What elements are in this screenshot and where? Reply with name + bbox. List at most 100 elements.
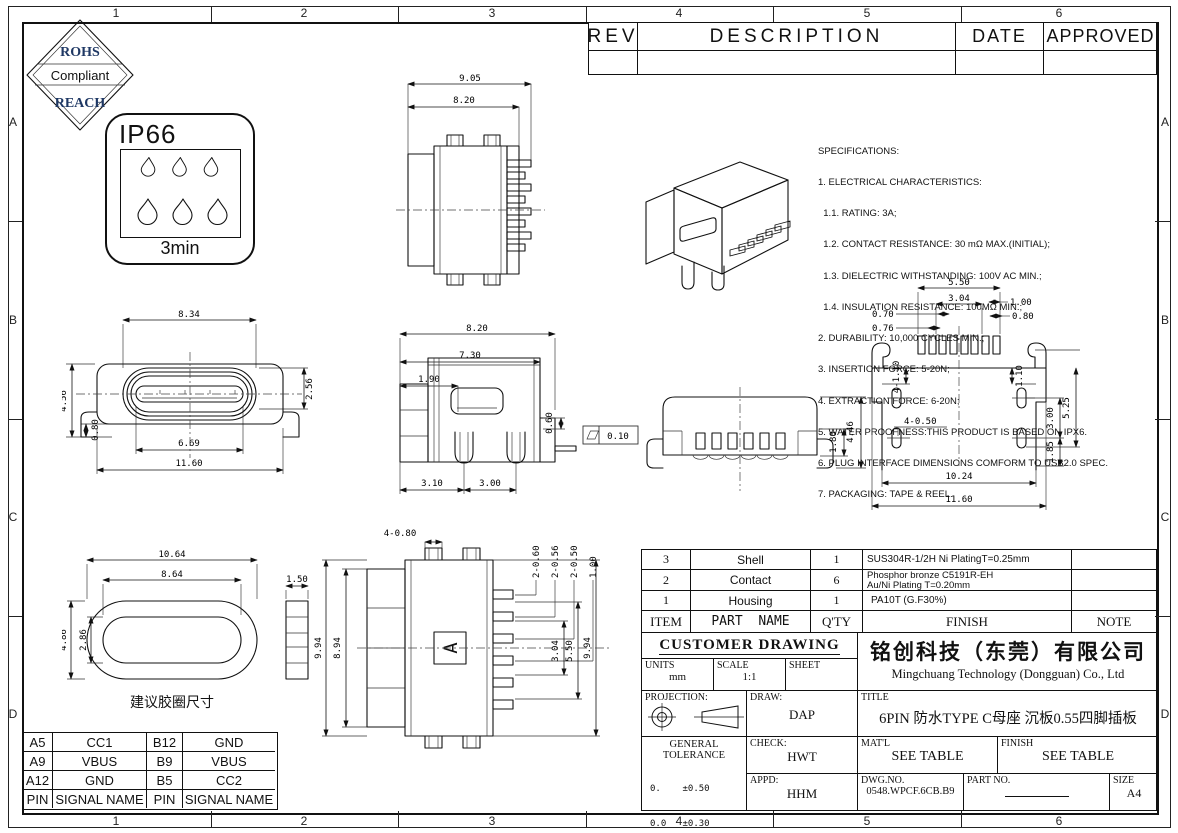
matl-value: SEE TABLE <box>891 749 964 764</box>
dim-label: 3.00 <box>1046 407 1056 429</box>
dim-label: 1.10 <box>1015 365 1025 387</box>
zone-col-label: 5 <box>863 814 871 828</box>
dim-label: 4.56 <box>62 390 69 412</box>
zone-tick <box>586 811 587 827</box>
spec-line: SPECIFICATIONS: <box>818 145 900 157</box>
ip66-badge: IP66 3min <box>105 113 255 265</box>
zone-row-label: A <box>8 115 17 129</box>
pin-cell: A9 <box>23 752 53 771</box>
pin-table: A5 CC1 B12 GND A9 VBUS B9 VBUS A12 GND B… <box>22 732 278 810</box>
dim-label: 3.00 <box>479 479 501 489</box>
part-name: Housing <box>691 591 811 611</box>
part-qty: 1 <box>811 550 863 570</box>
compliant-text: Compliant <box>51 68 110 83</box>
projection-symbol-icon <box>648 703 744 731</box>
dim-label: 5.25 <box>1062 397 1072 419</box>
view-footprint: 5.50 3.04 0.70 0.76 1.00 0.80 4-1.10 1.1… <box>871 278 1080 510</box>
dim-label: 0.80 <box>1012 312 1034 322</box>
scale-value: 1:1 <box>742 671 757 683</box>
zone-col-label: 6 <box>1055 814 1063 828</box>
zone-tick <box>8 221 22 222</box>
view-rear: 1.80 4.46 <box>646 387 866 491</box>
appd-value: HHM <box>786 786 818 801</box>
pin-cell: B5 <box>147 771 183 790</box>
tolerance-title: GENERAL TOLERANCE <box>662 739 726 761</box>
dim-label: 8.20 <box>453 96 475 106</box>
zone-tick <box>961 6 962 22</box>
zone-tick <box>211 6 212 22</box>
water-drops-icon <box>137 157 228 226</box>
projection-label: PROJECTION: <box>645 692 708 703</box>
zone-tick <box>586 6 587 22</box>
dim-label: 11.60 <box>175 459 202 469</box>
finish-line1: Phosphor bronze C5191R-EH <box>867 570 994 581</box>
zone-tick <box>773 6 774 22</box>
ip66-duration: 3min <box>160 238 200 258</box>
part-note <box>1072 570 1156 591</box>
rev-empty-cell <box>638 51 956 75</box>
part-item: 3 <box>642 550 691 570</box>
view-top: 9.05 8.20 <box>396 74 545 286</box>
dim-label: 3.04 <box>551 640 561 662</box>
pin-cell: B12 <box>147 733 183 752</box>
spec-line: 2. DURABILITY: 10,000 CYCLES MIN.; <box>818 333 985 345</box>
spec-line: 1.3. DIELECTRIC WITHSTANDING: 100V AC MI… <box>818 270 1042 282</box>
parts-table: 3 Shell 1 SUS304R-1/2H Ni PlatingT=0.25m… <box>641 549 1157 633</box>
pin-header-cell: PIN <box>23 790 53 808</box>
dim-label: 2-0.56 <box>551 545 561 578</box>
zone-row-label: D <box>1160 707 1170 721</box>
dim-label: 10.24 <box>945 472 972 482</box>
pin-header-cell: SIGNAL NAME <box>53 790 147 808</box>
part-finish: PA10T (G.F30%) <box>863 591 1072 611</box>
view-front: 8.34 2.56 4.56 0.80 6.69 11.60 <box>62 310 315 474</box>
check-value: HWT <box>787 749 817 764</box>
check-label: CHECK: <box>750 738 787 749</box>
zone-row-label: C <box>8 510 18 524</box>
rohs-reach-badge: ROHS Compliant REACH <box>26 19 134 131</box>
rev-header: REV <box>589 23 638 51</box>
scale-label: SCALE <box>717 660 749 671</box>
revision-table: REV DESCRIPTION DATE APPROVED <box>588 22 1157 75</box>
dim-label: 0.60 <box>545 412 555 434</box>
part-item: 1 <box>642 591 691 611</box>
rohs-text: ROHS <box>60 45 100 60</box>
zone-row-label: D <box>8 707 18 721</box>
spec-line: 1. ELECTRICAL CHARACTERISTICS: <box>818 177 982 189</box>
part-finish: Phosphor bronze C5191R-EH Au/Ni Plating … <box>863 570 1072 591</box>
finish-line2: Au/Ni Plating T=0.20mm <box>867 580 971 591</box>
dim-label: 3.10 <box>421 479 443 489</box>
dwg-no-label: DWG.NO. <box>861 775 905 786</box>
dim-label: 1.00 <box>589 556 599 578</box>
pin-cell: A5 <box>23 733 53 752</box>
dim-label: 9.94 <box>314 637 324 659</box>
part-qty: 6 <box>811 570 863 591</box>
zone-row-label: B <box>8 313 17 327</box>
dim-label: 1.00 <box>1010 298 1032 308</box>
company-name-en: Mingchuang Technology (Dongguan) Co., Lt… <box>891 667 1125 681</box>
date-header: DATE <box>956 23 1044 51</box>
gasket-caption: 建议胶圈尺寸 <box>130 694 214 711</box>
dim-label: 2-0.60 <box>532 545 542 578</box>
zone-col-label: 3 <box>488 6 496 20</box>
tolerance-line: 0. ±0.50 <box>650 784 710 794</box>
approved-header: APPROVED <box>1044 23 1157 51</box>
customer-drawing-title: CUSTOMER DRAWING <box>659 636 840 655</box>
draw-label: DRAW: <box>750 692 783 703</box>
part-no-blank <box>1004 796 1069 797</box>
rev-empty-cell <box>589 51 638 75</box>
pin-header-cell: SIGNAL NAME <box>184 791 274 807</box>
zone-col-label: 2 <box>300 6 308 20</box>
pin-cell: CC2 <box>183 771 275 790</box>
pin-cell: GND <box>53 771 147 790</box>
dim-label: 0.70 <box>872 310 894 320</box>
zone-col-label: 3 <box>488 814 496 828</box>
size-value: A4 <box>1126 786 1142 800</box>
zone-tick <box>1155 221 1170 222</box>
zone-col-label: 1 <box>112 814 120 828</box>
zone-row-label: A <box>1160 115 1169 129</box>
pin-cell: CC1 <box>53 733 147 752</box>
dim-label: 7.30 <box>459 351 481 361</box>
dim-label: 8.64 <box>161 570 183 580</box>
part-name: Contact <box>691 570 811 591</box>
